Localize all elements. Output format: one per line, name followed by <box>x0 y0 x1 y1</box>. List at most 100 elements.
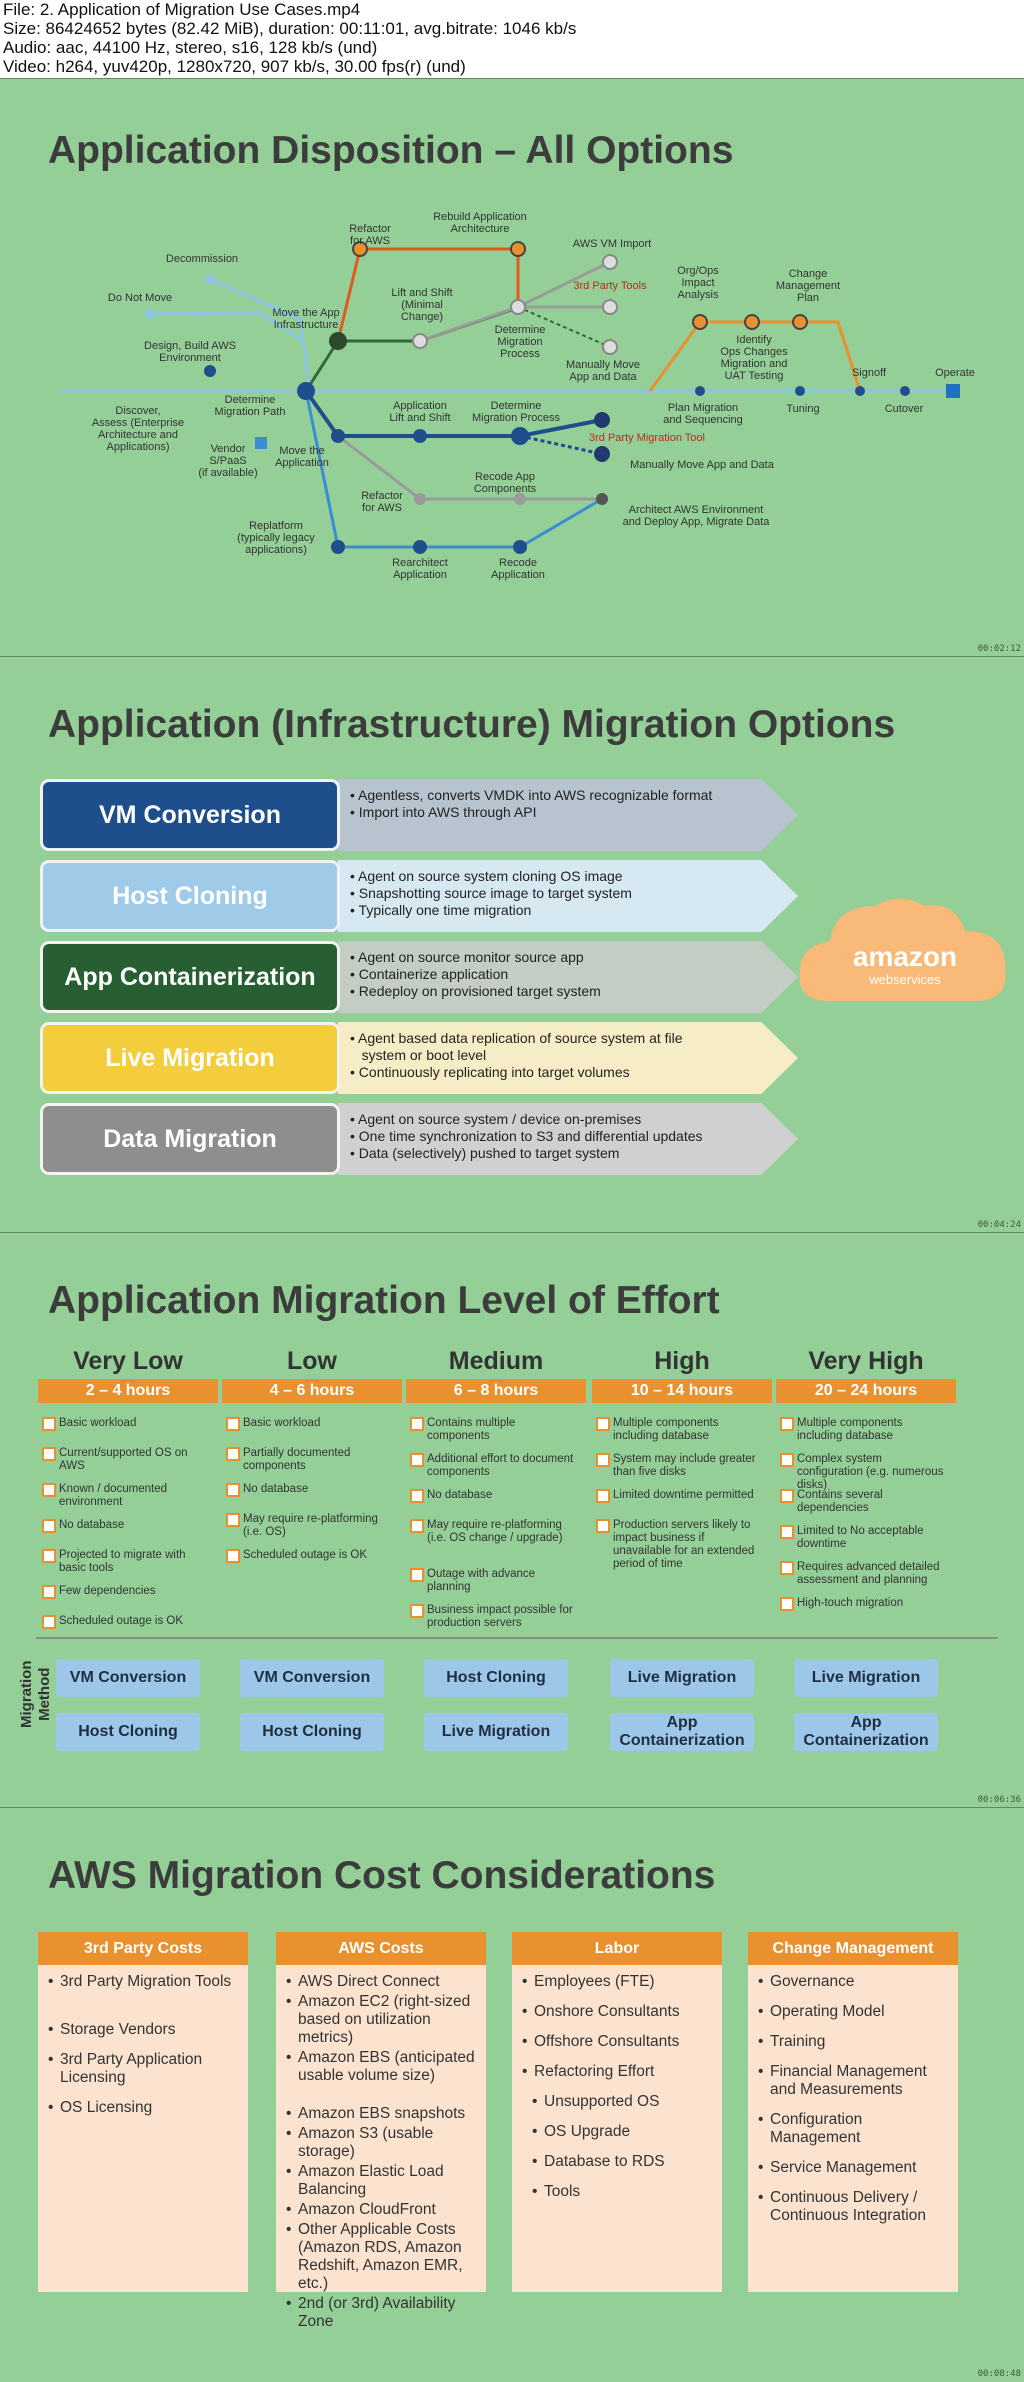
migration-method-badge: VM Conversion <box>56 1659 200 1697</box>
option-bullet: • Typically one time migration <box>350 902 532 918</box>
option-bullets: • Agentless, converts VMDK into AWS reco… <box>350 787 712 821</box>
effort-hours-badge: 4 – 6 hours <box>222 1379 402 1403</box>
cost-item: 3rd Party Application Licensing <box>48 2051 240 2087</box>
effort-item-text: No database <box>243 1483 309 1495</box>
cost-item: Continuous Delivery / Continuous Integra… <box>758 2189 950 2225</box>
effort-item-text: No database <box>427 1489 493 1501</box>
cost-column-header: Labor <box>512 1932 722 1965</box>
checkbox-icon <box>780 1561 794 1575</box>
option-box: VM Conversion <box>40 779 340 851</box>
option-bullets: • Agent on source system / device on-pre… <box>350 1111 703 1162</box>
checkbox-icon <box>596 1417 610 1431</box>
slide-title: AWS Migration Cost Considerations <box>48 1854 716 1897</box>
effort-level-name: Very High <box>808 1347 924 1375</box>
checkbox-icon <box>410 1453 424 1467</box>
effort-item-text: May require re-platforming (i.e. OS chan… <box>427 1519 563 1544</box>
option-box: Data Migration <box>40 1103 340 1175</box>
slide-level-of-effort: Application Migration Level of Effort Ve… <box>0 1232 1024 1808</box>
checkbox-icon <box>42 1549 56 1563</box>
effort-item: Contains several dependencies <box>780 1489 947 1515</box>
effort-item: Complex system configuration (e.g. numer… <box>780 1453 947 1492</box>
cost-item: Offshore Consultants <box>522 2033 714 2051</box>
effort-item: System may include greater than five dis… <box>596 1453 763 1479</box>
option-bullet: • One time synchronization to S3 and dif… <box>350 1128 703 1144</box>
cost-item: Service Management <box>758 2159 950 2177</box>
effort-item-text: May require re-platforming (i.e. OS) <box>243 1513 378 1538</box>
checkbox-icon <box>42 1447 56 1461</box>
option-arrow <box>338 1103 798 1175</box>
migration-method-badge: App Containerization <box>610 1713 754 1751</box>
effort-item: Scheduled outage is OK <box>42 1615 209 1629</box>
effort-hours-badge: 10 – 14 hours <box>592 1379 772 1403</box>
cost-item: Other Applicable Costs (Amazon RDS, Amaz… <box>286 2221 478 2293</box>
option-bullet: • Snapshotting source image to target sy… <box>350 885 632 901</box>
option-bullet: system or boot level <box>350 1047 487 1063</box>
file-info-line: Audio: aac, 44100 Hz, stereo, s16, 128 k… <box>3 38 378 57</box>
checkbox-icon <box>42 1417 56 1431</box>
checkbox-icon <box>596 1489 610 1503</box>
effort-item-text: Multiple components including database <box>613 1417 719 1442</box>
file-info-header: File: 2. Application of Migration Use Ca… <box>0 0 1024 78</box>
checkbox-icon <box>410 1417 424 1431</box>
label-aws-vm-import: AWS VM Import <box>573 238 651 250</box>
file-info-line: File: 2. Application of Migration Use Ca… <box>3 0 361 19</box>
effort-item-text: Outage with advance planning <box>427 1568 536 1593</box>
effort-item: High-touch migration <box>780 1597 947 1611</box>
effort-item: Partially documented components <box>226 1447 393 1473</box>
migration-method-badge: Host Cloning <box>56 1713 200 1751</box>
option-bullets: • Agent based data replication of source… <box>350 1030 683 1081</box>
effort-item: Known / documented environment <box>42 1483 209 1509</box>
effort-item-text: Complex system configuration (e.g. numer… <box>797 1453 944 1491</box>
checkbox-icon <box>226 1417 240 1431</box>
effort-item: Scheduled outage is OK <box>226 1549 393 1563</box>
effort-item: Additional effort to document components <box>410 1453 577 1479</box>
cost-item: Amazon Elastic Load Balancing <box>286 2163 478 2199</box>
effort-item: Limited downtime permitted <box>596 1489 763 1503</box>
effort-item-text: Known / documented environment <box>59 1483 168 1508</box>
cost-item: Governance <box>758 1973 950 1991</box>
checkbox-icon <box>42 1519 56 1533</box>
checkbox-icon <box>410 1489 424 1503</box>
slide-disposition: Application Disposition – All Options <box>0 78 1024 657</box>
file-info-line: Video: h264, yuv420p, 1280x720, 907 kb/s… <box>3 57 466 76</box>
label-third-party-migration-tool: 3rd Party Migration Tool <box>589 432 705 444</box>
checkbox-icon <box>410 1604 424 1618</box>
cost-item: Storage Vendors <box>48 2021 240 2039</box>
option-bullets: • Agent on source monitor source app• Co… <box>350 949 601 1000</box>
checkbox-icon <box>226 1513 240 1527</box>
slide-title: Application (Infrastructure) Migration O… <box>48 703 896 746</box>
option-bullet: • Containerize application <box>350 966 509 982</box>
effort-hours-badge: 6 – 8 hours <box>406 1379 586 1403</box>
checkbox-icon <box>596 1453 610 1467</box>
timestamp: 00:08:48 <box>977 2369 1021 2379</box>
migration-method-badge: Live Migration <box>794 1659 938 1697</box>
effort-item-text: Multiple components including database <box>797 1417 903 1442</box>
disposition-diagram: Decommission Do Not Move Design, Build A… <box>60 211 975 581</box>
slide-title: Application Migration Level of Effort <box>48 1279 720 1322</box>
timestamp: 00:04:24 <box>977 1220 1021 1230</box>
effort-item: Basic workload <box>42 1417 209 1431</box>
option-bullet: • Agent on source monitor source app <box>350 949 584 965</box>
migration-method-badge: Host Cloning <box>240 1713 384 1751</box>
effort-item-text: Scheduled outage is OK <box>243 1549 368 1561</box>
effort-item: No database <box>42 1519 209 1533</box>
checkbox-icon <box>410 1568 424 1582</box>
checkbox-icon <box>226 1549 240 1563</box>
checkbox-icon <box>780 1597 794 1611</box>
cost-item: 3rd Party Migration Tools <box>48 1973 240 1991</box>
checkbox-icon <box>780 1453 794 1467</box>
effort-item-text: Production servers likely to impact busi… <box>613 1519 755 1570</box>
effort-item-text: High-touch migration <box>797 1597 904 1609</box>
checkbox-icon <box>596 1519 610 1533</box>
migration-method-label: Migration Method <box>18 1660 53 1729</box>
